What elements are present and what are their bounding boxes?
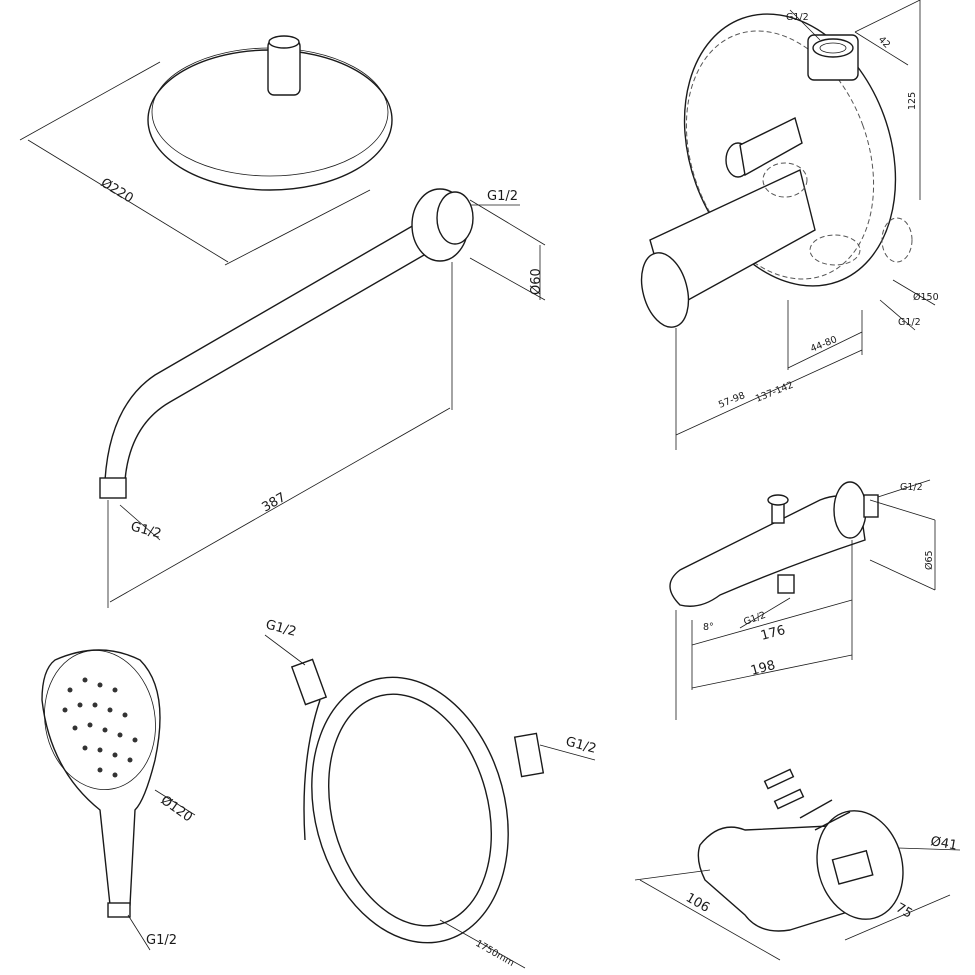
- arm-top-thread-label: G1/2: [487, 189, 518, 204]
- mixer-height-label: 125: [907, 92, 918, 110]
- bath-spout: G1/2 Ø65 8° G1/2 176 198: [669, 479, 936, 720]
- spout-length-inner-label: 176: [759, 623, 787, 644]
- spout-flange-diameter-label: Ø65: [924, 550, 935, 570]
- hose-thread-b-label: G1/2: [564, 734, 598, 757]
- shower-arm: G1/2 Ø60 387 G1/2: [99, 188, 546, 608]
- holder-width-label: 75: [893, 900, 915, 921]
- spout-length-total-label: 198: [749, 658, 777, 679]
- mixer-inlet-thread-label: G1/2: [786, 12, 809, 23]
- mixer-depth-label: 42: [876, 34, 892, 50]
- head-diameter-label: Ø220: [98, 176, 136, 207]
- hose-thread-a-label: G1/2: [264, 617, 298, 640]
- mixer-wall-depth-label: 44-80: [809, 334, 839, 355]
- spout-thread-label: G1/2: [900, 482, 923, 493]
- spray-nozzles: [62, 677, 138, 778]
- arm-bottom-thread-label: G1/2: [129, 519, 163, 542]
- shower-hose: G1/2 G1/2 1750mm: [264, 617, 598, 969]
- holder-diameter-label: Ø41: [929, 834, 958, 853]
- holder-length-label: 106: [683, 890, 712, 915]
- wall-holder: Ø41 106 75: [634, 768, 961, 961]
- hand-shower-thread-label: G1/2: [146, 933, 177, 948]
- hand-shower: Ø120 G1/2: [41, 649, 196, 951]
- spout-angle-label: 8°: [703, 622, 714, 633]
- mixer-outlet-thread-label: G1/2: [898, 317, 921, 328]
- mixer-plate-diameter-label: Ø150: [913, 292, 939, 303]
- arm-flange-diameter-label: Ø60: [529, 268, 544, 295]
- screws-and-plugs: [763, 768, 851, 831]
- arm-length-label: 387: [260, 490, 289, 515]
- mixer-projection-a-label: 57-98: [717, 390, 747, 411]
- hand-shower-diameter-label: Ø120: [158, 793, 195, 825]
- hose-length-label: 1750mm: [474, 938, 516, 969]
- mixer-projection-total-label: 137-142: [754, 380, 795, 405]
- head-shower: Ø220: [19, 35, 393, 266]
- thermostatic-mixer: G1/2 42 125 Ø150 G1/2 44-80 57-98 137-14…: [640, 0, 939, 450]
